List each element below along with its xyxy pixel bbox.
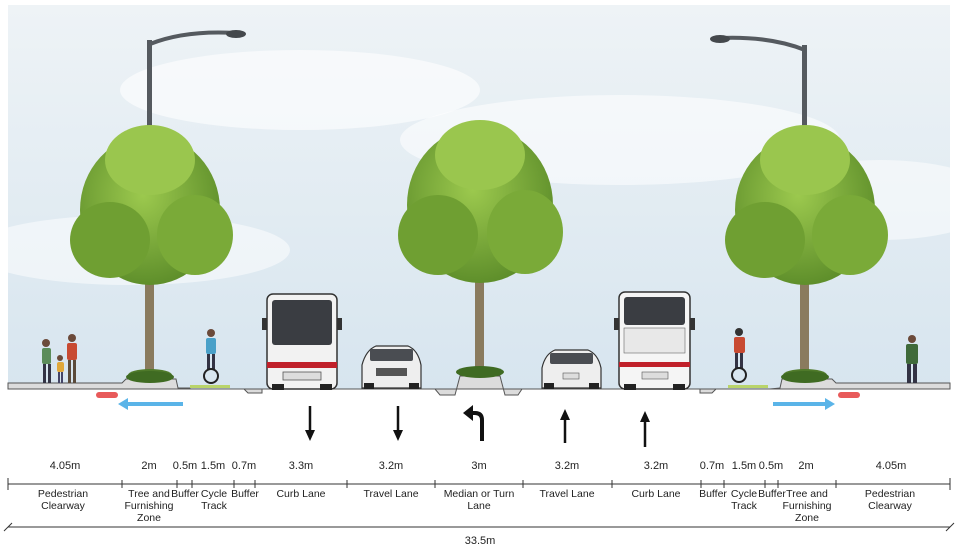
turn-arrow-icon [463,405,484,441]
shrub [456,366,504,378]
cloud [120,50,480,130]
segment-width-label: 4.05m [49,460,81,472]
lane-arrow-up-icon [640,411,650,447]
segment-name-label: Median or Turn Lane [443,488,515,512]
dimension-line [3,478,955,532]
tree-right [725,125,888,381]
segment-name-label: Travel Lane [539,488,595,500]
cyclist-icon [203,329,219,384]
car-left-icon [361,345,422,389]
segment-width-label: 1.5m [200,460,226,472]
segment-width-label: 3m [471,460,487,472]
segment-width-label: 3.2m [378,460,404,472]
lane-arrow-down-icon [393,406,403,441]
cyclist-icon [731,328,747,383]
pedestrian-icon [906,335,918,383]
bus-right-icon [614,291,695,390]
car-right-icon [541,349,602,389]
tree-center [398,120,563,380]
segment-name-label: Pedestrian Clearway [864,488,916,512]
segment-width-label: 0.5m [758,460,784,472]
lane-arrow-down-icon [305,406,315,441]
segment-name-label: Buffer [171,488,199,500]
segment-width-label: 2m [798,460,814,472]
segment-name-label: Tree and Furnishing Zone [782,488,832,524]
total-width-label: 33.5m [464,535,496,547]
segment-width-label: 4.05m [875,460,907,472]
cycle-track-surface-right [728,385,768,388]
segment-width-label: 0.5m [172,460,198,472]
cycle-direction-arrow-right [773,392,860,410]
segment-name-label: Curb Lane [631,488,681,500]
segment-name-label: Tree and Furnishing Zone [124,488,174,524]
segment-name-label: Buffer [699,488,727,500]
segment-name-label: Pedestrian Clearway [37,488,89,512]
pedestrian-family-icon [42,334,77,383]
cycle-track-surface-left [190,385,230,388]
shrub [781,371,829,383]
segment-name-label: Buffer [231,488,259,500]
segment-width-label: 3.2m [554,460,580,472]
shrub [126,371,174,383]
segment-name-label: Buffer [758,488,786,500]
bus-left-icon [262,293,342,390]
cycle-direction-arrow-left [96,392,183,410]
ground-below [8,389,950,451]
tree-left [70,125,233,381]
segment-width-label: 1.5m [731,460,757,472]
segment-name-label: Curb Lane [276,488,326,500]
segment-width-label: 0.7m [231,460,257,472]
lane-arrow-up-icon [560,409,570,443]
segment-name-label: Travel Lane [363,488,419,500]
segment-width-label: 3.3m [288,460,314,472]
segment-name-label: Cycle Track [730,488,758,512]
segment-width-label: 3.2m [643,460,669,472]
segment-width-label: 2m [141,460,157,472]
segment-width-label: 0.7m [699,460,725,472]
segment-name-label: Cycle Track [200,488,228,512]
